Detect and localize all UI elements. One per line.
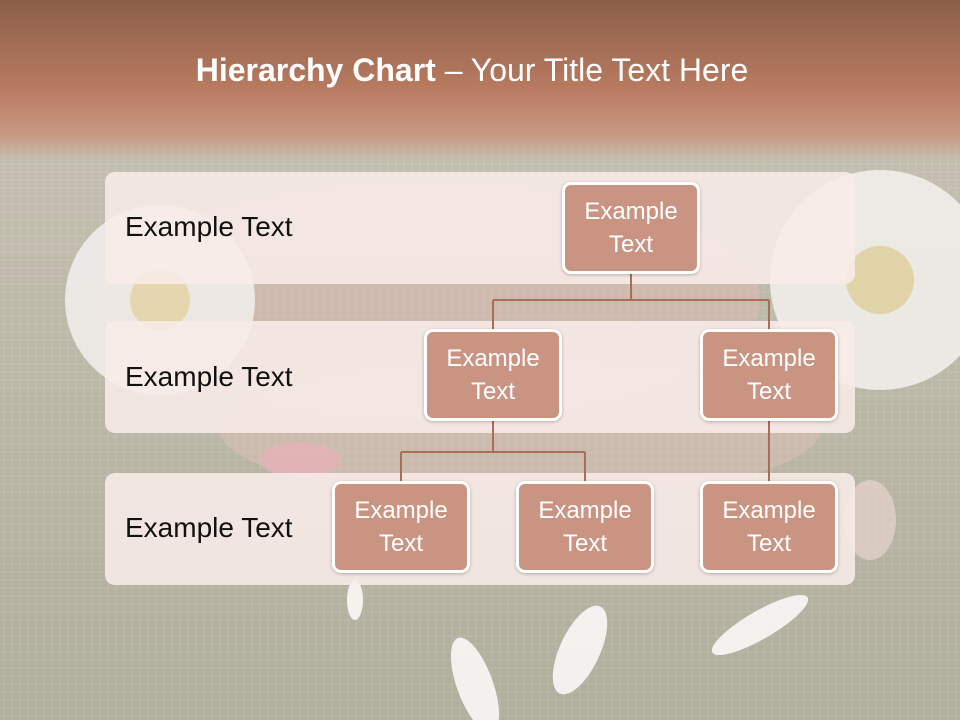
connector-left-to-level3 <box>400 421 586 481</box>
level-band-1 <box>105 172 855 284</box>
level-label-1: Example Text <box>125 211 293 242</box>
title-rest: – Your Title Text Here <box>435 52 749 88</box>
title-bold: Hierarchy Chart <box>195 52 436 88</box>
org-node-level3-a[interactable]: Example Text <box>332 481 470 573</box>
org-node-level2-left[interactable]: Example Text <box>424 329 562 421</box>
org-node-root[interactable]: Example Text <box>562 182 700 274</box>
connector-root-to-level2 <box>492 274 770 329</box>
level-label-2: Example Text <box>125 361 293 392</box>
org-node-level2-right[interactable]: Example Text <box>700 329 838 421</box>
slide-title: Hierarchy Chart – Your Title Text Here <box>0 52 944 89</box>
org-node-level3-c[interactable]: Example Text <box>700 481 838 573</box>
level-label-3: Example Text <box>125 512 293 543</box>
org-node-level3-b[interactable]: Example Text <box>516 481 654 573</box>
